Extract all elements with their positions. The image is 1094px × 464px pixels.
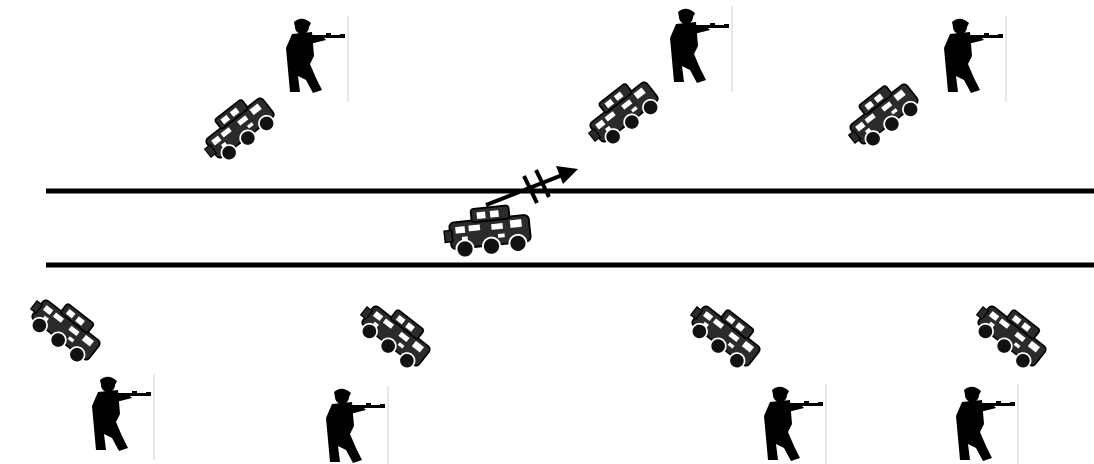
rifleman-icon <box>944 16 1006 102</box>
road-vehicle-group <box>442 166 578 259</box>
armored-vehicle-icon <box>351 293 437 374</box>
bottom-unit-4 <box>956 293 1054 464</box>
rifleman-icon <box>92 374 154 460</box>
armored-vehicle-icon <box>967 293 1053 374</box>
armored-vehicle-icon <box>21 287 107 368</box>
armored-vehicle-icon <box>578 73 664 154</box>
rifleman-icon <box>764 384 826 464</box>
armored-vehicle-icon <box>681 293 767 374</box>
rifleman-icon <box>326 386 388 464</box>
rifleman-icon <box>286 16 348 102</box>
rifleman-icon <box>670 6 732 92</box>
bottom-unit-3 <box>681 293 826 464</box>
armored-vehicle-icon <box>838 75 924 156</box>
top-unit-2 <box>578 6 732 153</box>
top-unit-3 <box>838 16 1006 155</box>
top-unit-1 <box>194 16 348 169</box>
armored-vehicle-icon <box>194 89 280 170</box>
bottom-unit-1 <box>21 287 154 460</box>
rifleman-icon <box>956 384 1018 464</box>
armored-vehicle-icon <box>442 203 532 259</box>
bottom-unit-2 <box>326 293 438 464</box>
